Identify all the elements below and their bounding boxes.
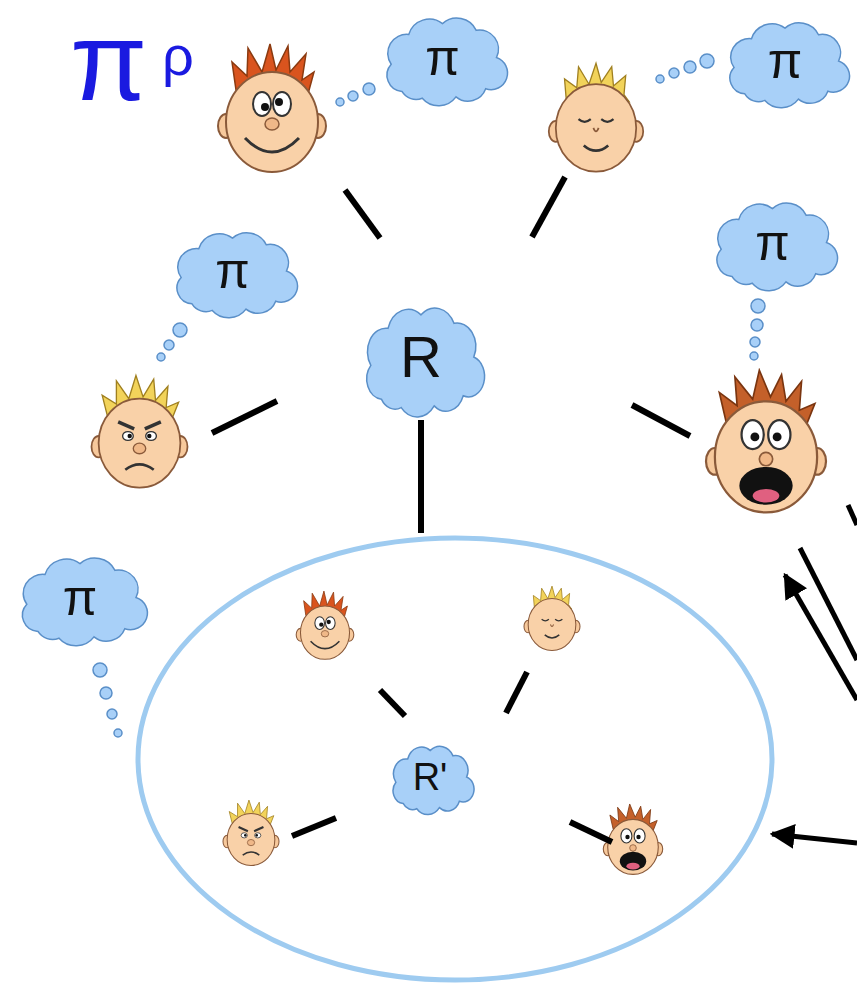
- symbol-label: π: [70, 6, 147, 118]
- thought-cloud: R: [355, 298, 487, 416]
- cloud-text: R': [413, 758, 448, 796]
- thought-dot: [348, 91, 358, 101]
- cloud-text: R: [400, 328, 442, 386]
- thought-dot: [751, 299, 765, 313]
- cloud-text: π: [215, 246, 250, 296]
- superscript-label: ρ: [162, 28, 194, 84]
- cloud-text: π: [768, 36, 803, 86]
- link-dash: [506, 672, 527, 713]
- face: [218, 44, 326, 172]
- arrow: [772, 834, 857, 843]
- link-dash: [380, 690, 405, 716]
- arrow-line: [848, 505, 857, 525]
- side-arrows: [772, 505, 857, 843]
- ellipse-outline: [138, 538, 772, 980]
- thought-dot: [93, 663, 107, 677]
- cloud-outline: [730, 23, 850, 108]
- thought-cloud: π: [165, 225, 300, 317]
- link-dash: [292, 818, 336, 836]
- cloud-text: π: [63, 573, 98, 623]
- face: [549, 63, 643, 171]
- thought-dot: [750, 337, 760, 347]
- thought-cloud: π: [705, 195, 840, 290]
- arrow-line: [800, 548, 857, 660]
- thought-dot: [157, 353, 165, 361]
- face: [92, 376, 188, 488]
- thought-dot: [700, 54, 714, 68]
- thought-dot: [363, 83, 375, 95]
- thought-cloud: π: [718, 15, 852, 107]
- cloud-outline: [393, 746, 474, 814]
- cloud-outline: [367, 308, 485, 417]
- thought-cloud: π: [10, 550, 150, 645]
- thought-dot: [684, 61, 696, 73]
- face: [706, 370, 826, 512]
- thought-dot: [114, 729, 122, 737]
- link-line: [418, 420, 424, 533]
- thought-cloud: R': [385, 740, 476, 814]
- cloud-text: π: [425, 33, 460, 83]
- link-dash: [532, 177, 565, 237]
- cloud-text: π: [755, 218, 790, 268]
- thought-dot: [336, 98, 344, 106]
- face: [223, 800, 279, 865]
- thought-dot: [669, 68, 679, 78]
- cloud-outline: [717, 203, 837, 291]
- thought-cloud: π: [375, 10, 510, 105]
- thought-dot: [750, 352, 758, 360]
- face: [296, 591, 354, 659]
- group-ellipse: R': [135, 535, 775, 983]
- link-dash: [345, 190, 380, 238]
- thought-dot: [164, 340, 174, 350]
- link-dash: [570, 822, 612, 842]
- cloud-outline: [22, 558, 147, 646]
- thought-dot: [173, 323, 187, 337]
- face: [524, 586, 580, 650]
- thought-dot: [751, 319, 763, 331]
- thought-dot: [100, 687, 112, 699]
- link-dash: [212, 401, 277, 433]
- link-dash: [632, 405, 690, 436]
- cloud-outline: [387, 18, 507, 106]
- thought-dot: [107, 709, 117, 719]
- cloud-outline: [177, 233, 297, 318]
- thought-dot: [656, 75, 664, 83]
